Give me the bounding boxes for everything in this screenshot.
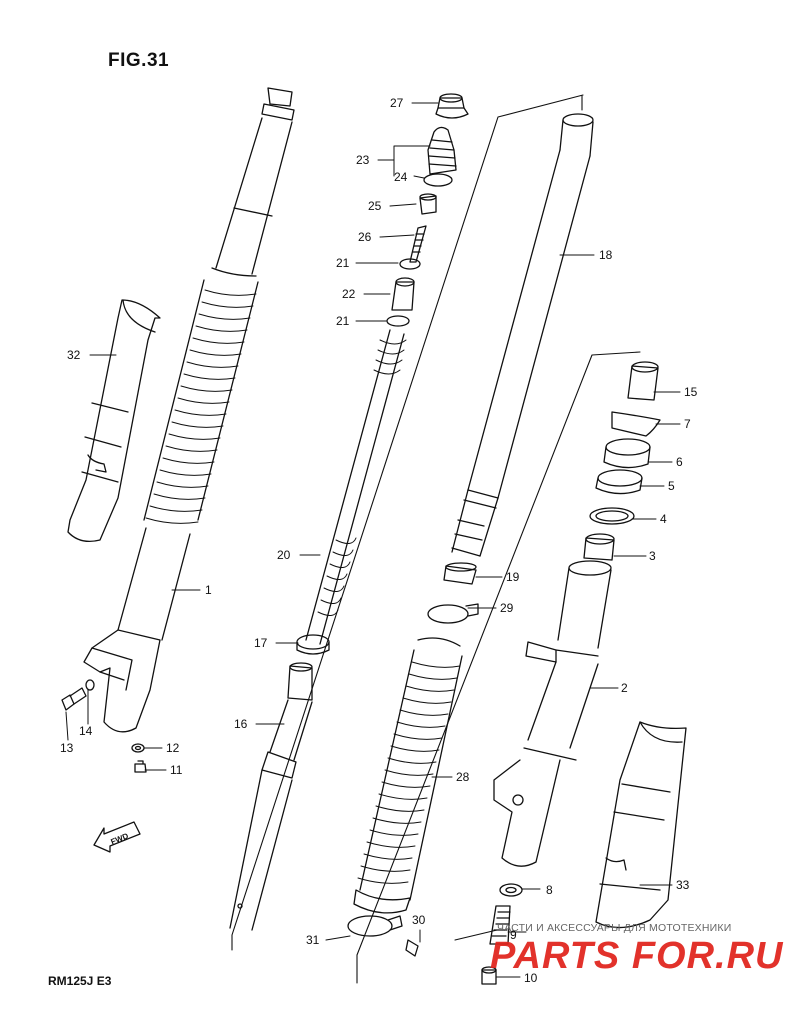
- callout-7: 7: [684, 417, 691, 431]
- adjuster-23: [427, 126, 457, 175]
- bolt-11: [134, 760, 147, 773]
- callout-32: 32: [67, 348, 81, 362]
- callout-19: 19: [506, 570, 520, 584]
- fwd-arrow-icon: [93, 821, 141, 853]
- clamp-31: [347, 915, 403, 937]
- callout-28: 28: [456, 770, 470, 784]
- screw-30: [405, 939, 419, 957]
- callout-6: 6: [676, 455, 683, 469]
- bellows-rings-left: [145, 289, 257, 524]
- seal-6: [603, 438, 651, 469]
- washer-8: [499, 883, 523, 897]
- callout-5: 5: [668, 479, 675, 493]
- callout-8: 8: [546, 883, 553, 897]
- spacer-22: [391, 277, 415, 311]
- outer-tube-2: [493, 560, 612, 867]
- bolt-13: [61, 687, 87, 711]
- clamp-29: [427, 603, 479, 624]
- callout-16: 16: [234, 717, 248, 731]
- callout-15: 15: [684, 385, 698, 399]
- callout-3: 3: [649, 549, 656, 563]
- callout-1: 1: [205, 583, 212, 597]
- callout-31: 31: [306, 933, 320, 947]
- callout-18: 18: [599, 248, 613, 262]
- callout-2: 2: [621, 681, 628, 695]
- callout-10: 10: [524, 971, 538, 985]
- callout-29: 29: [500, 601, 514, 615]
- cap-27: [435, 93, 469, 119]
- callout-33: 33: [676, 878, 690, 892]
- washer-14: [85, 679, 95, 691]
- washer-12: [131, 743, 145, 753]
- spacer-5: [595, 469, 643, 495]
- figure-title: FIG.31: [108, 50, 170, 71]
- callout-labels: 1 2 3 4 5 6 7 8 9 10 11 12 13 14 15 16 1…: [60, 96, 698, 985]
- callout-27: 27: [390, 96, 404, 110]
- left-outer-tube: [83, 87, 295, 733]
- watermark-logo: PARTS FOR.RU: [490, 935, 784, 977]
- bush-3: [583, 533, 615, 561]
- callout-11: 11: [170, 763, 183, 777]
- callout-4: 4: [660, 512, 667, 526]
- rod-26: [409, 225, 427, 263]
- bolt-9: [489, 905, 511, 945]
- callout-30: 30: [412, 913, 426, 927]
- plug-10: [481, 966, 497, 985]
- bush-15: [627, 361, 659, 401]
- washer-21-upper: [399, 258, 421, 270]
- leader-lines: [65, 102, 681, 978]
- callout-22: 22: [342, 287, 356, 301]
- callout-24: 24: [394, 170, 408, 184]
- callout-9: 9: [510, 928, 517, 942]
- clip-4: [589, 507, 635, 525]
- model-code: RM125J E3: [48, 974, 112, 988]
- callout-21-lower: 21: [336, 314, 350, 328]
- ring-17: [296, 634, 330, 655]
- callout-13: 13: [60, 741, 74, 755]
- group-divider-lines: [231, 94, 641, 984]
- boot-28: [353, 637, 463, 914]
- inner-tube-18: [451, 113, 594, 557]
- callout-17: 17: [254, 636, 268, 650]
- damper-rod-20: [305, 329, 407, 645]
- callout-26: 26: [358, 230, 372, 244]
- washer-21-lower: [386, 315, 410, 327]
- callout-23: 23: [356, 153, 370, 167]
- callout-25: 25: [368, 199, 382, 213]
- fork-guard-left: [67, 299, 161, 543]
- bush-19: [443, 562, 477, 585]
- collar-25: [419, 193, 437, 215]
- callout-14: 14: [79, 724, 93, 738]
- plate-7: [611, 411, 661, 437]
- callout-12: 12: [166, 741, 180, 755]
- o-ring-24: [423, 173, 453, 187]
- watermark-tagline: ЧАСТИ И АКСЕССУАРЫ ДЛЯ МОТОТЕХНИКИ: [497, 922, 732, 934]
- fork-guard-right: [595, 721, 687, 929]
- callout-21-upper: 21: [336, 256, 350, 270]
- inner-tube-16: [229, 662, 313, 931]
- callout-20: 20: [277, 548, 291, 562]
